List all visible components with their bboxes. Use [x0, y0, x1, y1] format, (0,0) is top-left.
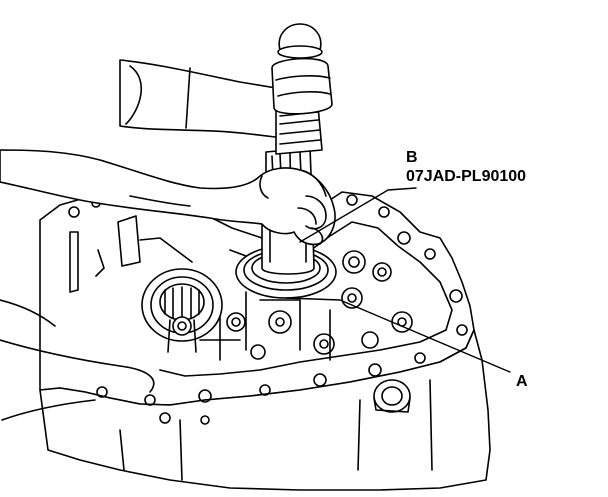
callout-b-letter: B: [406, 149, 418, 166]
transmission-case: [0, 191, 491, 491]
callout-a-letter: A: [516, 373, 528, 390]
hammer: [119, 23, 333, 155]
left-bearing-assembly: [69, 215, 223, 353]
callout-b-part-number: 07JAD-PL90100: [406, 168, 526, 185]
leader-lines: [285, 187, 511, 373]
hand: [0, 149, 336, 246]
